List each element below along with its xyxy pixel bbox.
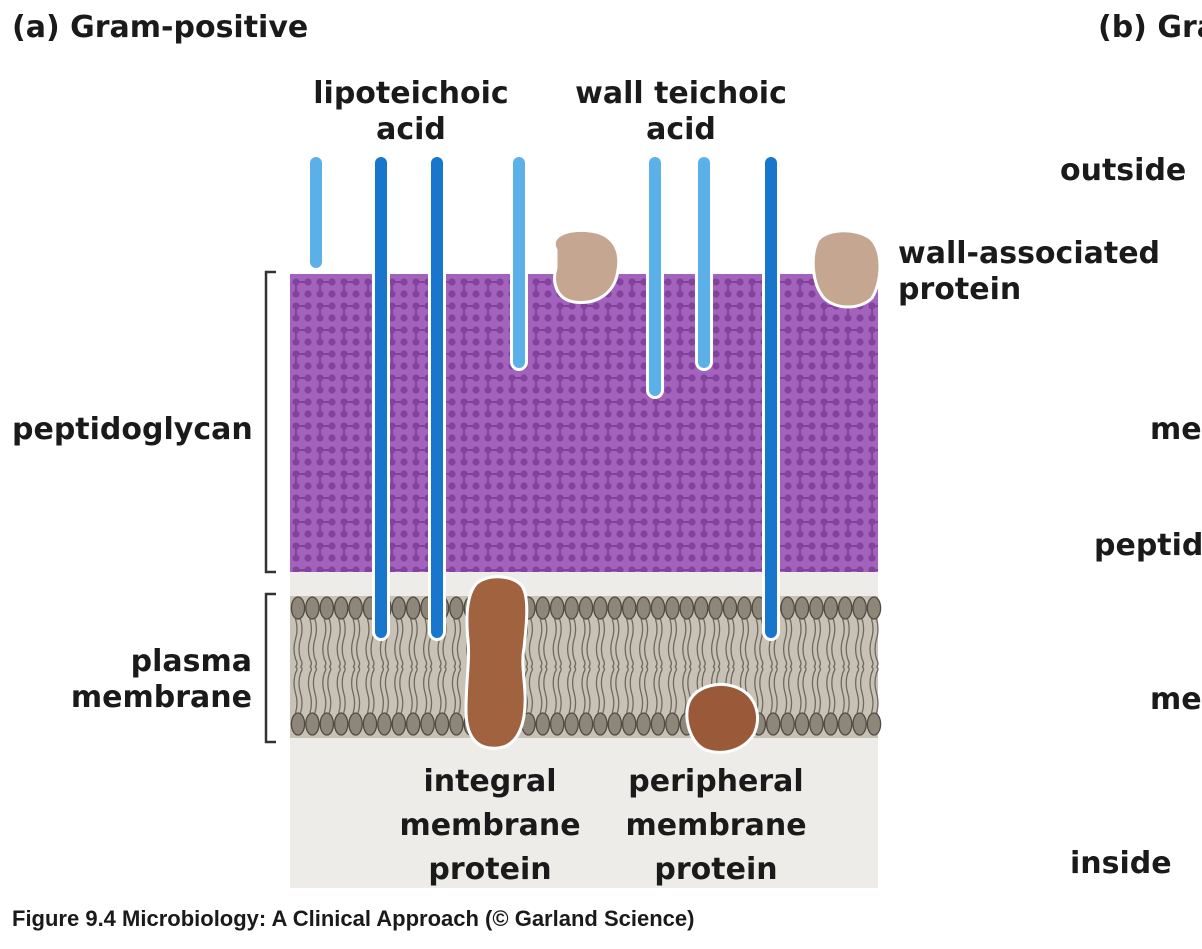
- panel-a-title: (a) Gram-positive: [12, 10, 309, 45]
- wall-protein-2: [811, 229, 882, 309]
- wall-associated-protein-label: wall-associated protein: [898, 236, 1160, 308]
- peripheral-membrane-protein: [685, 683, 759, 754]
- wall-teichoic-acid-label: wall teichoic acid: [570, 76, 792, 148]
- peripheral-label-line1: peripheral: [628, 764, 804, 799]
- peptidoglycan-label: peptidoglycan: [12, 412, 253, 447]
- integral-membrane-protein: [464, 575, 529, 750]
- lipoteichoic-label-line1: lipoteichoic: [313, 76, 509, 111]
- peripheral-membrane-protein-label: peripheral membrane protein: [616, 760, 816, 892]
- panel-b-peptidoglycan-label: peptid: [1094, 528, 1202, 563]
- wall-protein-1: [552, 228, 621, 304]
- panel-b-membrane-label-2: me: [1150, 682, 1202, 717]
- plasma-membrane-bracket: [264, 592, 276, 744]
- lipoteichoic-acid-label: lipoteichoic acid: [300, 76, 522, 148]
- integral-label-line1: integral: [423, 764, 557, 799]
- peptidoglycan-bracket: [264, 270, 276, 574]
- plasma-membrane-label: plasma membrane: [40, 644, 252, 716]
- figure-caption: Figure 9.4 Microbiology: A Clinical Appr…: [12, 906, 695, 931]
- peripheral-label-line2: membrane: [625, 808, 807, 843]
- wall-assoc-label-line2: protein: [898, 272, 1022, 307]
- outside-label: outside: [1060, 153, 1187, 188]
- peripheral-label-line3: protein: [654, 852, 778, 887]
- panel-b-title: (b) Gra: [1098, 10, 1202, 45]
- integral-membrane-protein-label: integral membrane protein: [390, 760, 590, 892]
- inside-label: inside: [1070, 846, 1172, 881]
- lipoteichoic-label-line2: acid: [376, 112, 446, 147]
- wall-assoc-label-line1: wall-associated: [898, 236, 1161, 271]
- wall-teichoic-label-line2: acid: [646, 112, 716, 147]
- panel-b-membrane-label-1: me: [1150, 412, 1202, 447]
- wall-teichoic-label-line1: wall teichoic: [575, 76, 787, 111]
- plasma-label-line1: plasma: [130, 644, 252, 679]
- integral-label-line3: protein: [428, 852, 552, 887]
- plasma-label-line2: membrane: [70, 680, 252, 715]
- integral-label-line2: membrane: [399, 808, 581, 843]
